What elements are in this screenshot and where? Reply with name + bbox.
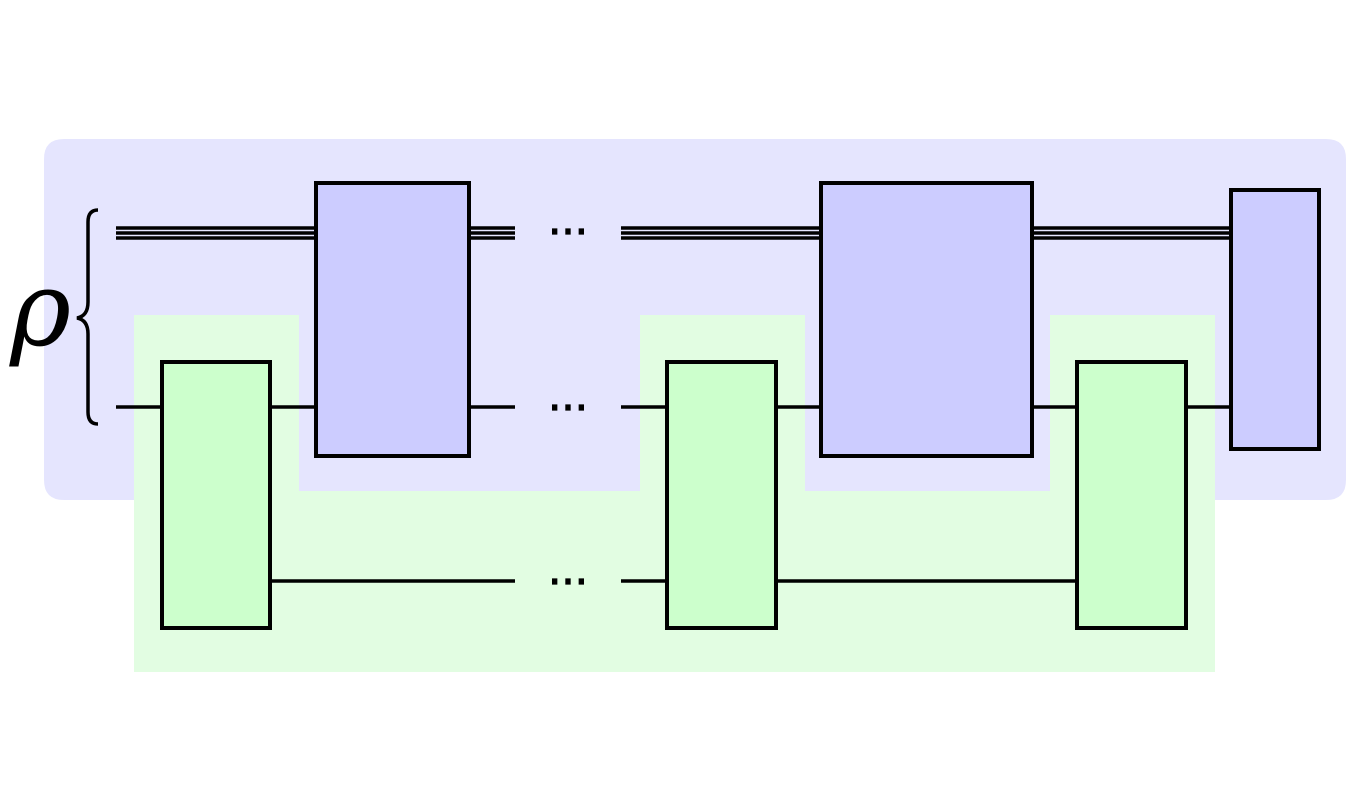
green-gate-1 — [160, 360, 272, 630]
top-register-wire — [116, 226, 1231, 240]
ellipsis-middle: ⋯ — [548, 383, 588, 430]
ellipsis-bottom: ⋯ — [548, 557, 588, 604]
blue-gate-1 — [314, 181, 471, 458]
green-gate-2 — [665, 360, 778, 630]
green-gate-3 — [1075, 360, 1188, 630]
blue-gate-2 — [819, 181, 1034, 458]
ellipsis-top: ⋯ — [548, 207, 588, 254]
state-label: ρ — [9, 248, 71, 370]
input-brace — [76, 208, 99, 426]
blue-gate-3 — [1229, 188, 1321, 451]
